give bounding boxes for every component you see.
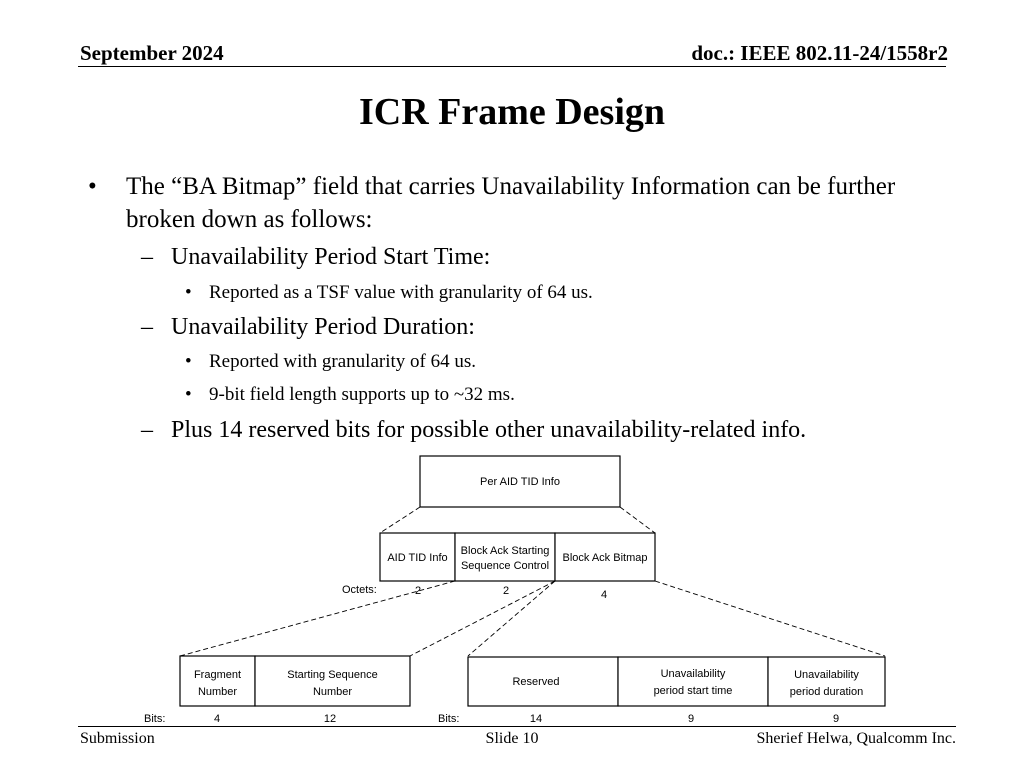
expansion-line [409, 580, 556, 657]
bullet-marker: – [141, 417, 153, 443]
field-size: 9 [833, 713, 839, 725]
field-label: Reserved [512, 676, 559, 688]
field-label: Number [313, 686, 352, 698]
bullet-text: Unavailability Period Duration: [171, 314, 475, 340]
field-label: AID TID Info [387, 552, 447, 564]
field-size: 14 [530, 713, 542, 725]
field-box-aid-tid-info [379, 532, 456, 582]
field-box-starting-sequence-number [254, 655, 411, 707]
header-divider [78, 66, 946, 67]
field-label: period duration [790, 686, 863, 698]
footer-submission: Submission [80, 730, 155, 747]
bullet-marker: • [185, 384, 192, 405]
expansion-line [654, 580, 886, 657]
field-label: Block Ack Starting [461, 545, 550, 557]
field-box-reserved [467, 656, 619, 707]
field-label: Unavailability [794, 669, 859, 681]
expansion-line [179, 580, 456, 657]
bullet-marker: • [185, 282, 192, 303]
field-size: 12 [324, 713, 336, 725]
field-label: period start time [654, 685, 733, 697]
footer-divider [78, 726, 956, 727]
field-size: 9 [688, 713, 694, 725]
field-box-block-ack-bitmap [554, 532, 656, 582]
bullet-text: 9-bit field length supports up to ~32 ms… [209, 384, 515, 405]
bullet-item: – Unavailability Period Start Time: [141, 241, 931, 274]
bullet-text: Plus 14 reserved bits for possible other… [171, 417, 807, 443]
field-box-unavailability-duration [767, 656, 886, 707]
bullet-marker: • [185, 351, 192, 372]
footer-slide-number: Slide 10 [485, 730, 539, 747]
field-label: Per AID TID Info [480, 476, 560, 488]
field-label: Starting Sequence [287, 669, 378, 681]
bullet-marker: – [141, 314, 153, 340]
bullet-item: • Reported as a TSF value with granulari… [185, 280, 909, 306]
field-label: Sequence Control [461, 560, 549, 572]
bullet-item: • The “BA Bitmap” field that carries Una… [88, 170, 936, 236]
field-label: Unavailability [661, 668, 726, 680]
bullet-marker: – [141, 244, 153, 270]
header-doc-id: doc.: IEEE 802.11-24/1558r2 [691, 41, 948, 65]
bits-label: Bits: [144, 713, 165, 725]
bullet-text: Reported as a TSF value with granularity… [209, 282, 593, 303]
field-box-per-aid-tid-info [419, 455, 621, 508]
field-size: 4 [214, 713, 220, 725]
bullet-text: The “BA Bitmap” field that carries Unava… [126, 173, 896, 233]
field-size: 2 [415, 585, 421, 597]
bits-label: Bits: [438, 713, 459, 725]
field-size: 2 [503, 585, 509, 597]
bullet-text: Unavailability Period Start Time: [171, 244, 491, 270]
slide-title: ICR Frame Design [358, 91, 666, 133]
octets-label: Octets: [342, 584, 377, 596]
expansion-line [619, 506, 656, 534]
bullet-item: – Plus 14 reserved bits for possible oth… [141, 414, 931, 447]
field-box-unavailability-start-time [617, 656, 769, 707]
bullet-item: • Reported with granularity of 64 us. [185, 349, 909, 375]
expansion-line [467, 580, 556, 657]
bullet-item: – Unavailability Period Duration: [141, 311, 931, 344]
bullet-text: Reported with granularity of 64 us. [209, 351, 477, 372]
field-label: Number [198, 686, 237, 698]
footer-author: Sherief Helwa, Qualcomm Inc. [756, 730, 956, 747]
field-label: Fragment [194, 669, 241, 681]
field-box-fragment-number [179, 655, 256, 707]
header-date: September 2024 [80, 41, 224, 65]
bullet-item: • 9-bit field length supports up to ~32 … [185, 382, 909, 408]
expansion-line [379, 506, 421, 534]
field-label: Block Ack Bitmap [563, 552, 648, 564]
field-size: 4 [601, 589, 607, 601]
bullet-marker: • [88, 173, 97, 200]
field-box-block-ack-ssc [454, 532, 556, 582]
